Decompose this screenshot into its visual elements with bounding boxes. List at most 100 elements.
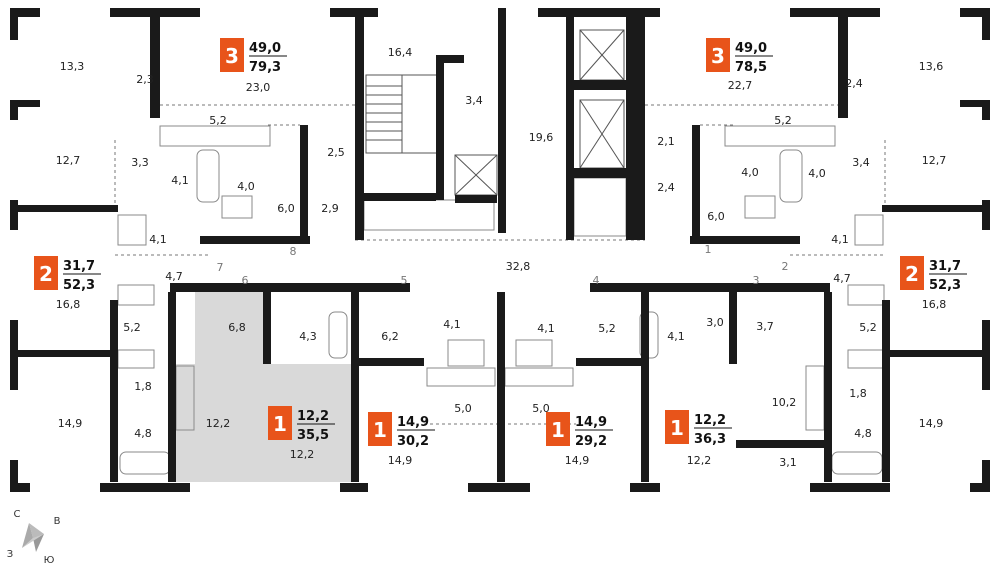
room-area: 14,9 bbox=[565, 454, 590, 467]
apartment-badge[interactable]: 3 49,0 78,5 bbox=[706, 38, 773, 75]
room-area: 4,1 bbox=[149, 233, 167, 246]
compass-north: С bbox=[14, 509, 21, 520]
apartment-badge[interactable]: 3 49,0 79,3 bbox=[220, 38, 287, 75]
room-area: 1,8 bbox=[849, 387, 867, 400]
living-area: 14,9 bbox=[397, 415, 429, 430]
living-area: 12,2 bbox=[694, 413, 726, 428]
room-area: 6,0 bbox=[277, 202, 295, 215]
total-area: 52,3 bbox=[929, 278, 961, 293]
room-area: 2,1 bbox=[657, 135, 675, 148]
living-area: 14,9 bbox=[575, 415, 607, 430]
room-area: 3,4 bbox=[465, 94, 483, 107]
room-area: 4,1 bbox=[537, 322, 555, 335]
room-area: 5,2 bbox=[859, 321, 877, 334]
apartment-badge[interactable]: 1 12,2 35,5 bbox=[268, 406, 335, 443]
room-area: 2,4 bbox=[657, 181, 675, 194]
room-area: 13,6 bbox=[919, 60, 944, 73]
room-area: 5,2 bbox=[598, 322, 616, 335]
total-area: 52,3 bbox=[63, 278, 95, 293]
room-area: 32,8 bbox=[506, 260, 531, 273]
room-area: 12,7 bbox=[56, 154, 81, 167]
room-area: 14,9 bbox=[58, 417, 83, 430]
room-area: 4,1 bbox=[443, 318, 461, 331]
room-area: 4,0 bbox=[808, 167, 826, 180]
apartment-badge[interactable]: 2 31,7 52,3 bbox=[900, 256, 967, 293]
entrance-numbers: 8 7 6 5 4 1 2 3 bbox=[217, 243, 789, 287]
room-area: 5,2 bbox=[774, 114, 792, 127]
entrance-number: 3 bbox=[753, 274, 760, 287]
apartment-badge[interactable]: 2 31,7 52,3 bbox=[34, 256, 101, 293]
entrance-number: 5 bbox=[401, 274, 408, 287]
compass-east: В bbox=[54, 516, 61, 527]
room-area: 14,9 bbox=[388, 454, 413, 467]
room-area: 3,0 bbox=[706, 316, 724, 329]
room-area: 4,1 bbox=[171, 174, 189, 187]
room-area: 13,3 bbox=[60, 60, 85, 73]
room-area: 3,1 bbox=[779, 456, 797, 469]
room-area: 23,0 bbox=[246, 81, 271, 94]
room-area: 3,4 bbox=[852, 156, 870, 169]
room-count: 1 bbox=[670, 416, 684, 440]
living-area: 49,0 bbox=[249, 41, 281, 56]
room-area: 22,7 bbox=[728, 79, 753, 92]
living-area: 12,2 bbox=[297, 409, 329, 424]
room-count: 2 bbox=[39, 262, 53, 286]
living-area: 49,0 bbox=[735, 41, 767, 56]
total-area: 29,2 bbox=[575, 434, 607, 449]
room-area: 10,2 bbox=[772, 396, 797, 409]
room-count: 1 bbox=[373, 418, 387, 442]
apartment-badge[interactable]: 1 12,2 36,3 bbox=[665, 410, 732, 447]
room-area: 4,0 bbox=[237, 180, 255, 193]
room-area: 4,3 bbox=[299, 330, 317, 343]
room-count: 2 bbox=[905, 262, 919, 286]
room-area: 4,1 bbox=[831, 233, 849, 246]
room-area: 4,1 bbox=[667, 330, 685, 343]
room-area: 12,2 bbox=[206, 417, 231, 430]
entrance-number: 1 bbox=[705, 243, 712, 256]
room-area: 12,7 bbox=[922, 154, 947, 167]
entrance-number: 6 bbox=[242, 274, 249, 287]
room-area: 6,8 bbox=[228, 321, 246, 334]
room-area: 2,4 bbox=[845, 77, 863, 90]
room-count: 1 bbox=[551, 418, 565, 442]
room-area: 3,7 bbox=[756, 320, 774, 333]
compass-west: З bbox=[7, 549, 13, 560]
staircase bbox=[365, 74, 436, 154]
room-area: 6,0 bbox=[707, 210, 725, 223]
room-area: 5,2 bbox=[123, 321, 141, 334]
room-area: 16,8 bbox=[56, 298, 81, 311]
room-area-labels: 13,3 2,3 23,0 16,4 3,4 19,6 22,7 2,4 13,… bbox=[56, 46, 947, 469]
room-area: 2,9 bbox=[321, 202, 339, 215]
total-area: 36,3 bbox=[694, 432, 726, 447]
room-area: 3,3 bbox=[131, 156, 149, 169]
room-area: 16,4 bbox=[388, 46, 413, 59]
total-area: 78,5 bbox=[735, 60, 767, 75]
room-area: 12,2 bbox=[290, 448, 315, 461]
room-count: 3 bbox=[711, 44, 725, 68]
room-area: 14,9 bbox=[919, 417, 944, 430]
entrance-number: 4 bbox=[593, 274, 600, 287]
total-area: 35,5 bbox=[297, 428, 329, 443]
apartment-badge[interactable]: 1 14,9 30,2 bbox=[368, 412, 435, 449]
room-area: 4,8 bbox=[854, 427, 872, 440]
total-area: 30,2 bbox=[397, 434, 429, 449]
total-area: 79,3 bbox=[249, 60, 281, 75]
room-count: 3 bbox=[225, 44, 239, 68]
room-area: 16,8 bbox=[922, 298, 947, 311]
room-count: 1 bbox=[273, 412, 287, 436]
room-area: 1,8 bbox=[134, 380, 152, 393]
room-area: 6,2 bbox=[381, 330, 399, 343]
entrance-number: 7 bbox=[217, 261, 224, 274]
entrance-number: 8 bbox=[290, 245, 297, 258]
room-area: 5,2 bbox=[209, 114, 227, 127]
compass: С В З Ю bbox=[7, 509, 61, 566]
apartment-badge[interactable]: 1 14,9 29,2 bbox=[546, 412, 613, 449]
highlighted-apartment[interactable] bbox=[175, 292, 351, 482]
room-area: 4,8 bbox=[134, 427, 152, 440]
room-area: 4,0 bbox=[741, 166, 759, 179]
room-area: 5,0 bbox=[532, 402, 550, 415]
walls bbox=[10, 8, 990, 492]
room-area: 2,3 bbox=[136, 73, 154, 86]
room-area: 5,0 bbox=[454, 402, 472, 415]
